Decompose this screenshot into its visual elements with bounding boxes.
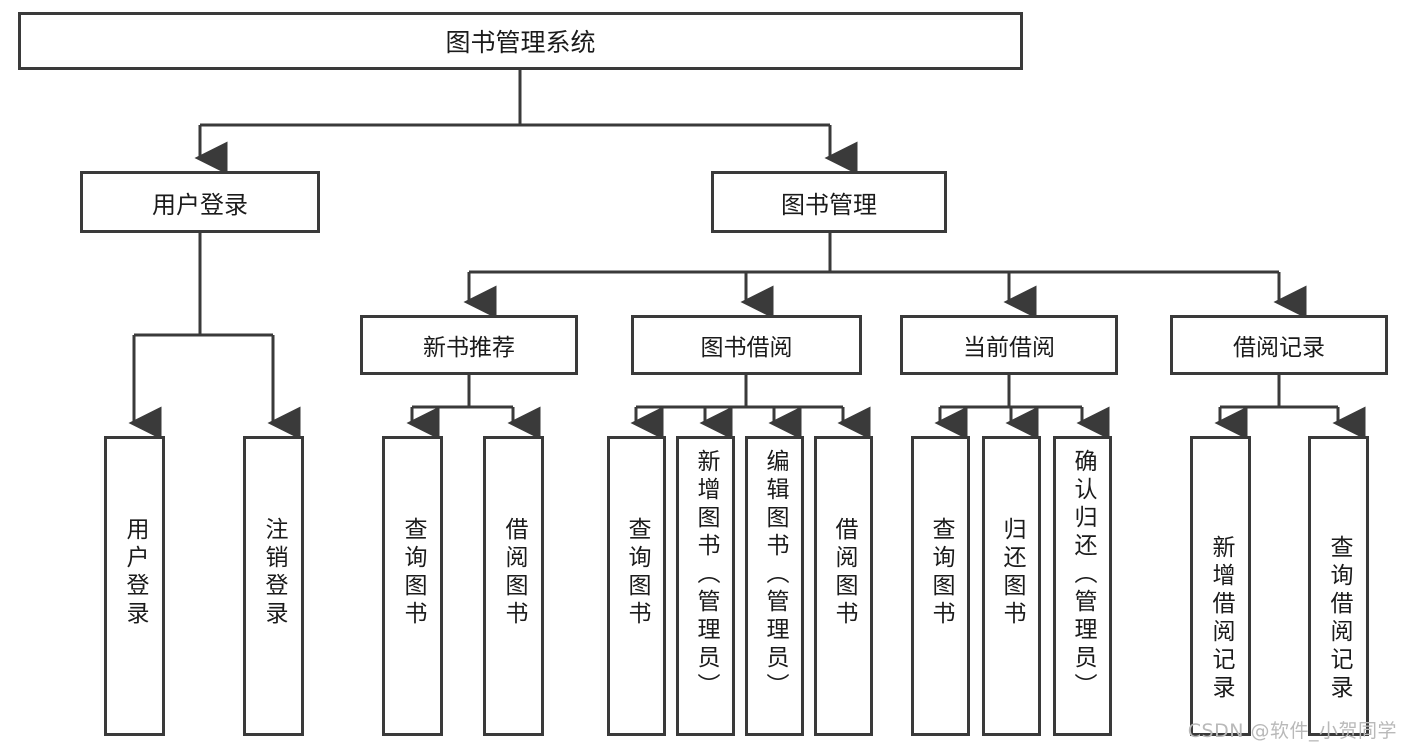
leaf-label: 用户登录: [122, 517, 148, 629]
leaf-label: 新增借阅记录: [1208, 535, 1234, 703]
node-leaf-borrow-book-recommend[interactable]: 借阅图书: [483, 436, 544, 736]
node-book-borrow[interactable]: 图书借阅: [631, 315, 862, 375]
leaf-label: 注销登录: [261, 517, 287, 629]
node-borrow-record-label: 借阅记录: [1233, 335, 1325, 361]
leaf-label: 查询图书: [400, 517, 426, 629]
node-leaf-edit-book-admin[interactable]: 编辑图书（管理员）: [745, 436, 804, 736]
leaf-label: 查询图书: [928, 517, 954, 629]
node-leaf-return-book[interactable]: 归还图书: [982, 436, 1041, 736]
node-book-borrow-label: 图书借阅: [700, 335, 793, 361]
node-borrow-record[interactable]: 借阅记录: [1170, 315, 1388, 375]
node-book-management-label: 图书管理: [781, 190, 877, 219]
node-leaf-logout[interactable]: 注销登录: [243, 436, 304, 736]
csdn-watermark: CSDN @软件_小贺同学: [1187, 720, 1397, 742]
leaf-label: 归还图书: [999, 517, 1025, 629]
node-new-book-recommend-label: 新书推荐: [423, 335, 515, 361]
leaf-label: 编辑图书（管理员）: [762, 449, 788, 701]
node-leaf-add-borrow-record[interactable]: 新增借阅记录: [1190, 436, 1251, 736]
node-leaf-query-book-borrow[interactable]: 查询图书: [607, 436, 666, 736]
node-current-borrow[interactable]: 当前借阅: [900, 315, 1118, 375]
node-root[interactable]: 图书管理系统: [18, 12, 1023, 70]
node-new-book-recommend[interactable]: 新书推荐: [360, 315, 578, 375]
node-leaf-add-book-admin[interactable]: 新增图书（管理员）: [676, 436, 735, 736]
node-leaf-query-borrow-record[interactable]: 查询借阅记录: [1308, 436, 1369, 736]
leaf-label: 查询借阅记录: [1326, 535, 1352, 703]
node-root-label: 图书管理系统: [445, 28, 596, 57]
node-user-login[interactable]: 用户登录: [80, 171, 320, 233]
node-leaf-confirm-return-admin[interactable]: 确认归还（管理员）: [1053, 436, 1112, 736]
node-leaf-query-book-current[interactable]: 查询图书: [911, 436, 970, 736]
leaf-label: 借阅图书: [831, 517, 857, 629]
node-current-borrow-label: 当前借阅: [963, 335, 1055, 361]
node-user-login-label: 用户登录: [152, 190, 248, 219]
node-leaf-user-login[interactable]: 用户登录: [104, 436, 165, 736]
leaf-label: 确认归还（管理员）: [1070, 449, 1096, 701]
leaf-label: 借阅图书: [501, 517, 527, 629]
leaf-label: 查询图书: [624, 517, 650, 629]
leaf-label: 新增图书（管理员）: [693, 449, 719, 701]
node-book-management[interactable]: 图书管理: [711, 171, 947, 233]
node-leaf-borrow-book[interactable]: 借阅图书: [814, 436, 873, 736]
node-leaf-query-book-recommend[interactable]: 查询图书: [382, 436, 443, 736]
